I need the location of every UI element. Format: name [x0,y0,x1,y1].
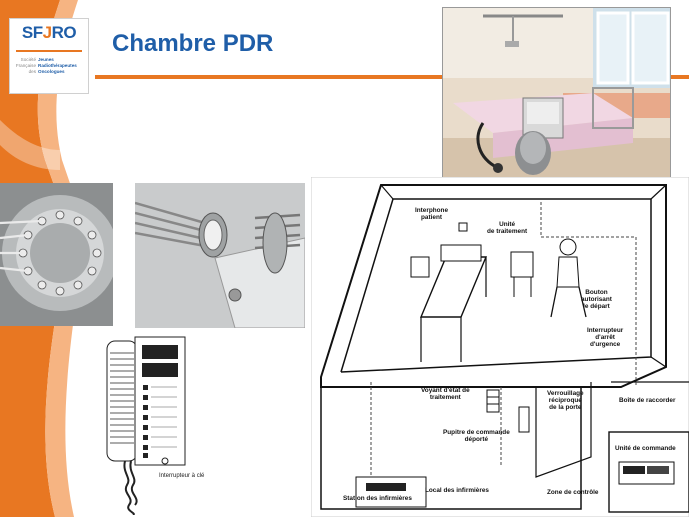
logo-left-line: Française [15,63,36,68]
logo-subtitle-right: Jeunes Radiothérapeutes Oncologues [38,57,82,75]
label-door-interlock: Verrouillage réciproque de la porte [547,390,584,411]
title-divider [95,75,689,79]
applicator-photo-right [135,183,305,328]
label-status-light: Voyant d'état de traitement [421,387,470,401]
label-treatment-unit: Unité de traitement [487,221,528,235]
label-start-button: Bouton autorisant le départ [581,289,612,310]
logo-subtitle: Société Française des Jeunes Radiothérap… [14,57,86,75]
room-photo [442,7,671,180]
console-caption: Interrupteur à clé [159,473,205,479]
logo-mark-ro: RO [51,23,77,42]
label-nurse-station: Station des infirmières [343,495,412,502]
logo-left-line: Société [20,57,36,62]
pdr-room-diagram: Interphone patient Unité de traitement B… [310,176,689,518]
logo-underline [16,50,82,52]
label-remote-console: Pupitre de commande déporté [443,429,510,443]
slide-title: Chambre PDR [112,30,274,57]
label-control-unit: Unité de commande [615,445,676,452]
logo-subtitle-left: Société Française des [14,57,36,75]
label-nurse-room: Local des infirmières [425,487,489,494]
control-console-drawing: Interrupteur à clé [97,333,209,515]
logo-right-line: Jeunes [38,57,54,62]
label-interphone: Interphone patient [415,207,449,221]
label-junction-box: Boîte de raccorder [619,397,676,404]
logo-left-line: des [28,69,36,74]
applicator-photo-left [0,183,113,326]
sfjro-logo: SFJRO Société Française des Jeunes Radio… [9,18,89,94]
label-control-zone: Zone de contrôle [547,489,599,496]
logo-right-line: Oncologues [38,69,65,74]
logo-mark: SFJRO [10,23,88,43]
label-emergency-stop: Interrupteur d'arrêt d'urgence [587,327,624,348]
logo-mark-j: J [42,23,52,42]
logo-right-line: Radiothérapeutes [38,63,77,68]
logo-mark-sf: SF [21,23,43,42]
